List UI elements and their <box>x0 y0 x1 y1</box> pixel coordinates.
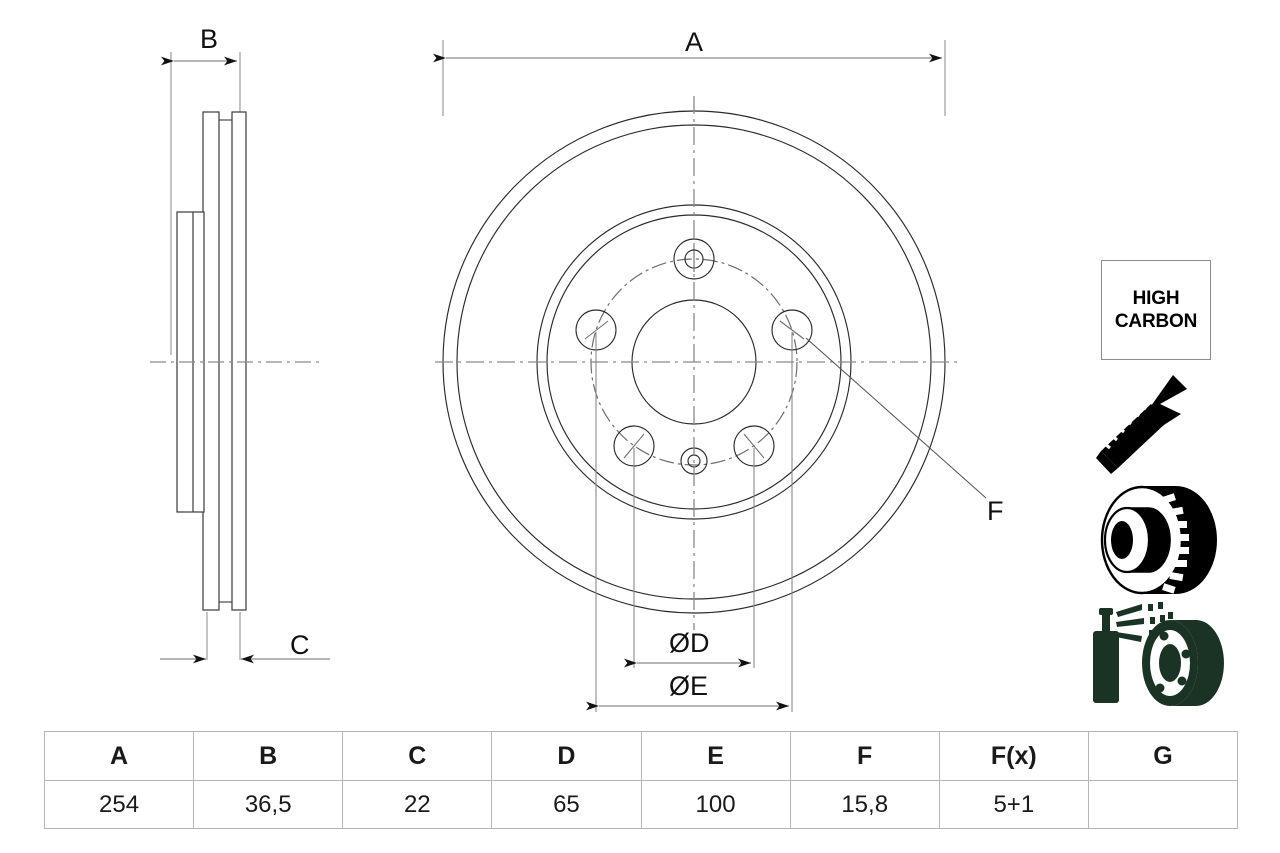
front-view-extension-lines-A <box>442 40 946 116</box>
table-cell-c: 22 <box>342 780 493 829</box>
high-carbon-line-1: HIGH <box>1132 288 1180 309</box>
dimension-label-C: C <box>290 630 310 660</box>
front-view-center-axes <box>435 96 960 630</box>
dimension-table: A B C D E F F(x) G 254 36,5 22 65 100 15… <box>43 731 1239 829</box>
table-cell-b: 36,5 <box>193 780 344 829</box>
dimension-label-OD: ØD <box>669 628 710 658</box>
table-header-cell: C <box>342 731 493 781</box>
disc-friction-ring-inner <box>231 111 247 611</box>
table-cell-g <box>1087 780 1239 829</box>
side-view-extension-lines <box>170 52 241 660</box>
high-carbon-line-2: CARBON <box>1114 311 1198 332</box>
table-header-cell: G <box>1087 731 1239 781</box>
dimension-label-A: A <box>685 27 704 57</box>
disc-vent-gap <box>219 119 232 603</box>
table-header-cell: F <box>789 731 940 781</box>
table-header-cell: E <box>640 731 791 781</box>
front-view-group <box>433 40 987 712</box>
table-cell-a: 254 <box>43 780 195 829</box>
vented-brake-disc-icon <box>1100 485 1217 595</box>
table-cell-e: 100 <box>640 780 791 829</box>
table-header-cell: A <box>43 731 195 781</box>
front-view-extension-lines-DE <box>595 332 793 712</box>
table-header-cell: B <box>193 731 344 781</box>
disc-friction-ring-outer <box>202 111 220 611</box>
dimension-label-OE: ØE <box>669 671 709 701</box>
spray-coating-disc-icon <box>1093 602 1224 706</box>
table-cell-d: 65 <box>491 780 642 829</box>
table-row: 254 36,5 22 65 100 15,8 5+1 <box>43 780 1239 829</box>
table-header-cell: F(x) <box>938 731 1089 781</box>
countersunk-screw-icon <box>1084 375 1187 474</box>
high-carbon-badge: HIGH CARBON <box>1101 260 1211 360</box>
table-cell-f: 15,8 <box>789 780 940 829</box>
dimension-label-F: F <box>987 496 1004 526</box>
table-header-cell: D <box>491 731 642 781</box>
leader-line-F <box>805 337 987 499</box>
dimension-label-B: B <box>200 24 219 54</box>
bolt-hole <box>673 238 715 280</box>
table-header-row: A B C D E F F(x) G <box>43 731 1239 781</box>
table-cell-fx: 5+1 <box>938 780 1089 829</box>
side-view-group <box>150 52 330 664</box>
